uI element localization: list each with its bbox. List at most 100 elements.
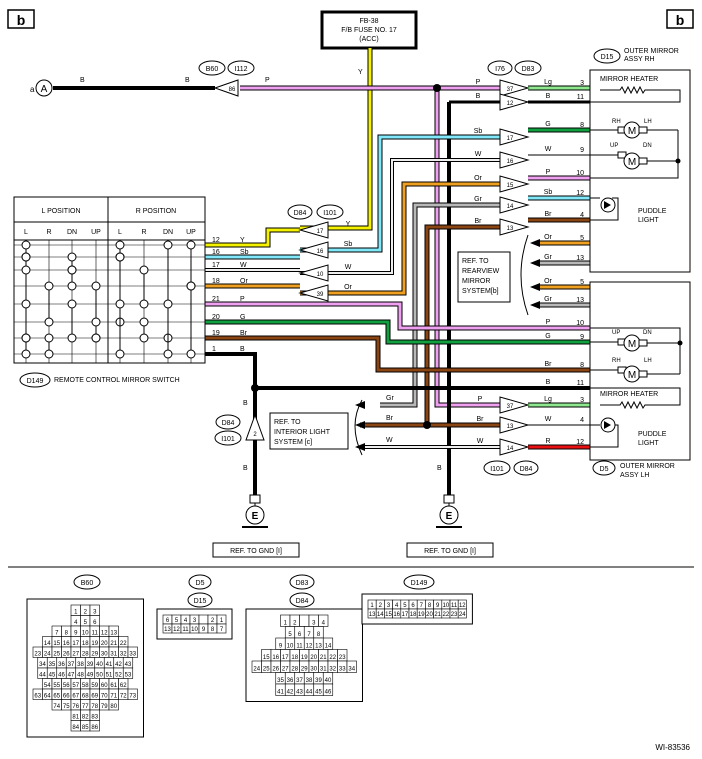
d83-wire-label: Gr — [474, 196, 482, 203]
d15-pin-label: 12 — [576, 190, 584, 197]
switch-contact — [163, 349, 173, 359]
conn-d84-ground: D84 — [222, 420, 235, 427]
conn-i101-top: I101 — [323, 210, 337, 217]
d15-pin-label: 10 — [576, 170, 584, 177]
connector-pin: 27 — [72, 652, 79, 658]
switch-r-position: R POSITION — [136, 208, 176, 215]
switch-col-label: L — [24, 229, 28, 236]
d15-wire-label: P — [546, 169, 551, 176]
connector-pin: 36 — [58, 662, 65, 668]
connector-pin: 39 — [87, 662, 94, 668]
connector-pin: 1 — [220, 618, 224, 624]
ref-gnd-right: REF. TO GND [I] — [424, 548, 476, 555]
connector-pin: 84 — [72, 725, 79, 731]
d83-wire-label: W — [475, 151, 482, 158]
rear-wire-label: Gr — [544, 296, 552, 303]
face-d83-label: D83 — [296, 580, 309, 587]
connector-pin: 58 — [82, 683, 89, 689]
d5-lower-in-label: Br — [477, 416, 485, 423]
connector-pin: 9 — [202, 627, 206, 633]
d83-pin-marker — [499, 175, 530, 193]
d5-dn-label: DN — [643, 330, 652, 336]
connector-cell — [346, 660, 357, 673]
d83-pin-label: 16 — [507, 159, 514, 165]
switch-title: REMOTE CONTROL MIRROR SWITCH — [54, 377, 180, 384]
connector-pin: 1 — [284, 621, 288, 627]
rear-pin-label: 13 — [576, 297, 584, 304]
d5-lower-pin-label: 14 — [507, 446, 514, 452]
connector-pin: 74 — [53, 704, 60, 710]
switch-contact — [44, 281, 54, 291]
connector-pin: 17 — [282, 655, 289, 661]
conn-b60-label: B60 — [206, 66, 219, 73]
connector-pin: 39 — [315, 678, 322, 684]
conn-i101-bottom: I101 — [490, 466, 504, 473]
connector-pin: 48 — [77, 673, 84, 679]
connector-pin: 57 — [72, 683, 79, 689]
d15-wire-label: B — [546, 93, 551, 100]
d15-wire-label: Br — [545, 211, 553, 218]
pin-86: 86 — [229, 87, 236, 93]
connector-pin: 7 — [55, 631, 59, 637]
connector-pin: 83 — [91, 715, 98, 721]
switch-contact — [21, 299, 31, 309]
switch-contact — [115, 349, 125, 359]
d15-motor1-label: M — [628, 126, 636, 137]
wire-label-b1: B — [80, 77, 85, 84]
switch-col-label: L — [118, 229, 122, 236]
connector-pin: 21 — [434, 612, 441, 618]
d5-lower-in-label: P — [478, 396, 483, 403]
corner-label-right: b — [676, 12, 685, 28]
connector-pin: 8 — [211, 627, 215, 633]
d15-rh-label: RH — [612, 119, 621, 125]
switch-box — [13, 196, 206, 364]
connector-pin: 28 — [291, 667, 298, 673]
connector-pin: 7 — [307, 632, 311, 638]
d5-pin-label: 8 — [580, 362, 584, 369]
connector-pin: 43 — [125, 662, 132, 668]
connector-pin: 72 — [120, 694, 127, 700]
switch-col-label: UP — [186, 229, 196, 236]
connector-a — [35, 79, 53, 97]
d15-box — [589, 69, 691, 273]
d5-lower-out-label: W — [545, 416, 552, 423]
connector-pin: 37 — [296, 678, 303, 684]
connector-pin: 23 — [451, 612, 458, 618]
rear-pin-label: 5 — [580, 279, 584, 286]
connector-pin: 38 — [77, 662, 84, 668]
connector-pin: 24 — [253, 667, 260, 673]
connector-pin: 12 — [173, 627, 180, 633]
rear-pin-label: 13 — [576, 255, 584, 262]
connector-pin: 5 — [175, 618, 179, 624]
switch-contact — [67, 252, 77, 262]
connector-pin: 18 — [291, 655, 298, 661]
connector-pin: 36 — [287, 678, 294, 684]
d5-box — [589, 281, 691, 461]
fuse-line3: (ACC) — [359, 36, 378, 43]
connector-pin: 52 — [115, 673, 122, 679]
switch-contact — [115, 252, 125, 262]
d15-title1: OUTER MIRROR — [624, 48, 679, 55]
d5-lower-in-label: W — [477, 438, 484, 445]
connector-pin: 61 — [110, 683, 117, 689]
rear-arrow — [530, 301, 540, 309]
connector-pin: 12 — [101, 631, 108, 637]
d5-puddle1: PUDDLE — [638, 431, 667, 438]
wire-label-p1: P — [265, 77, 270, 84]
connector-cell — [89, 720, 100, 732]
switch-pin-label: 17 — [212, 262, 220, 269]
connector-pin: 34 — [39, 662, 46, 668]
connector-pin: 51 — [106, 673, 113, 679]
ref-rearview-line4: SYSTEM[b] — [462, 288, 499, 295]
d83-pin-marker — [499, 151, 530, 169]
rear-wire-label: Or — [544, 234, 552, 241]
d5-lh-label: LH — [644, 358, 652, 364]
connector-pin: 3 — [387, 603, 391, 609]
connector-cell — [108, 699, 119, 711]
connector-cell — [216, 623, 227, 634]
connector-pin: 24 — [44, 652, 51, 658]
connector-pin: 9 — [74, 631, 78, 637]
d83-pin-label: 14 — [507, 204, 514, 210]
face-d149-label: D149 — [411, 580, 428, 587]
